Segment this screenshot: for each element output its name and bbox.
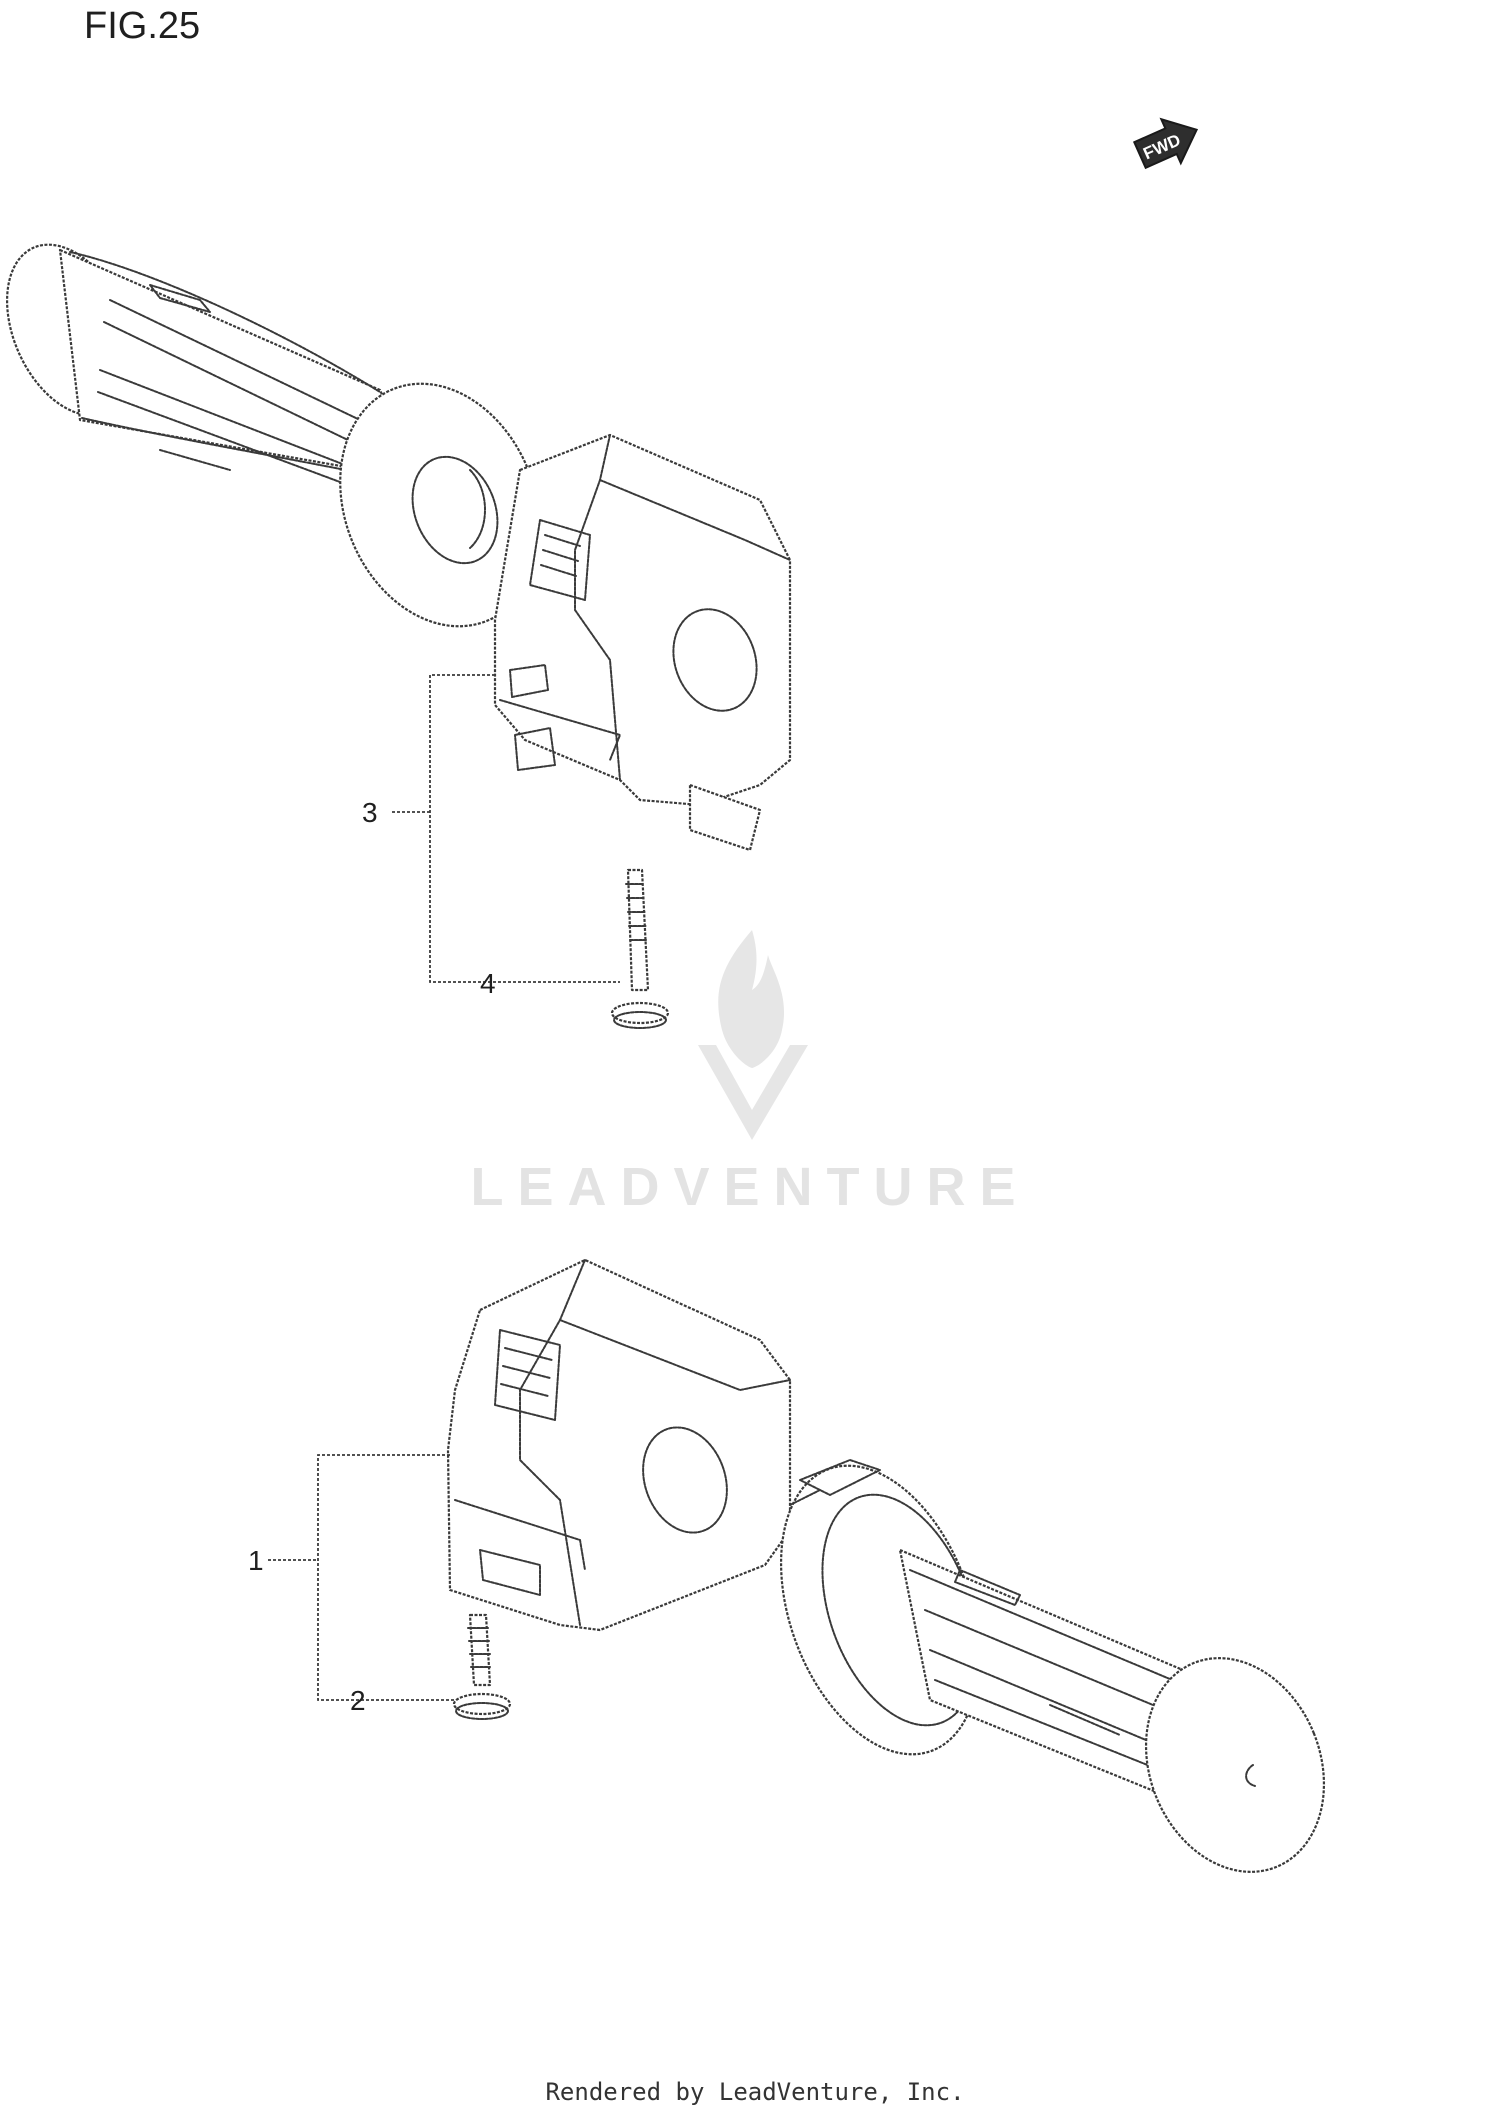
callout-4: 4	[480, 968, 496, 999]
callout-1: 1	[248, 1545, 264, 1576]
leadventure-watermark: LEADVENTURE	[470, 930, 1029, 1217]
callout-3: 3	[362, 797, 378, 828]
lower-grip	[779, 1459, 1326, 1873]
lower-screw	[452, 1613, 512, 1720]
figure-title: FIG.25	[84, 5, 200, 47]
upper-switch-housing	[493, 433, 792, 852]
upper-grip	[5, 243, 541, 628]
watermark-text: LEADVENTURE	[470, 1157, 1029, 1217]
fwd-arrow-icon: FWD	[1132, 117, 1199, 170]
footer-credit: Rendered by LeadVenture, Inc.	[545, 2078, 964, 2106]
upper-screw	[610, 868, 670, 1029]
lower-leader-lines	[268, 1454, 455, 1701]
upper-leader-lines	[392, 674, 620, 983]
callout-2: 2	[350, 1685, 366, 1716]
lower-switch-housing	[446, 1258, 792, 1632]
v-logo-icon	[698, 1045, 808, 1140]
flame-icon	[718, 930, 785, 1068]
